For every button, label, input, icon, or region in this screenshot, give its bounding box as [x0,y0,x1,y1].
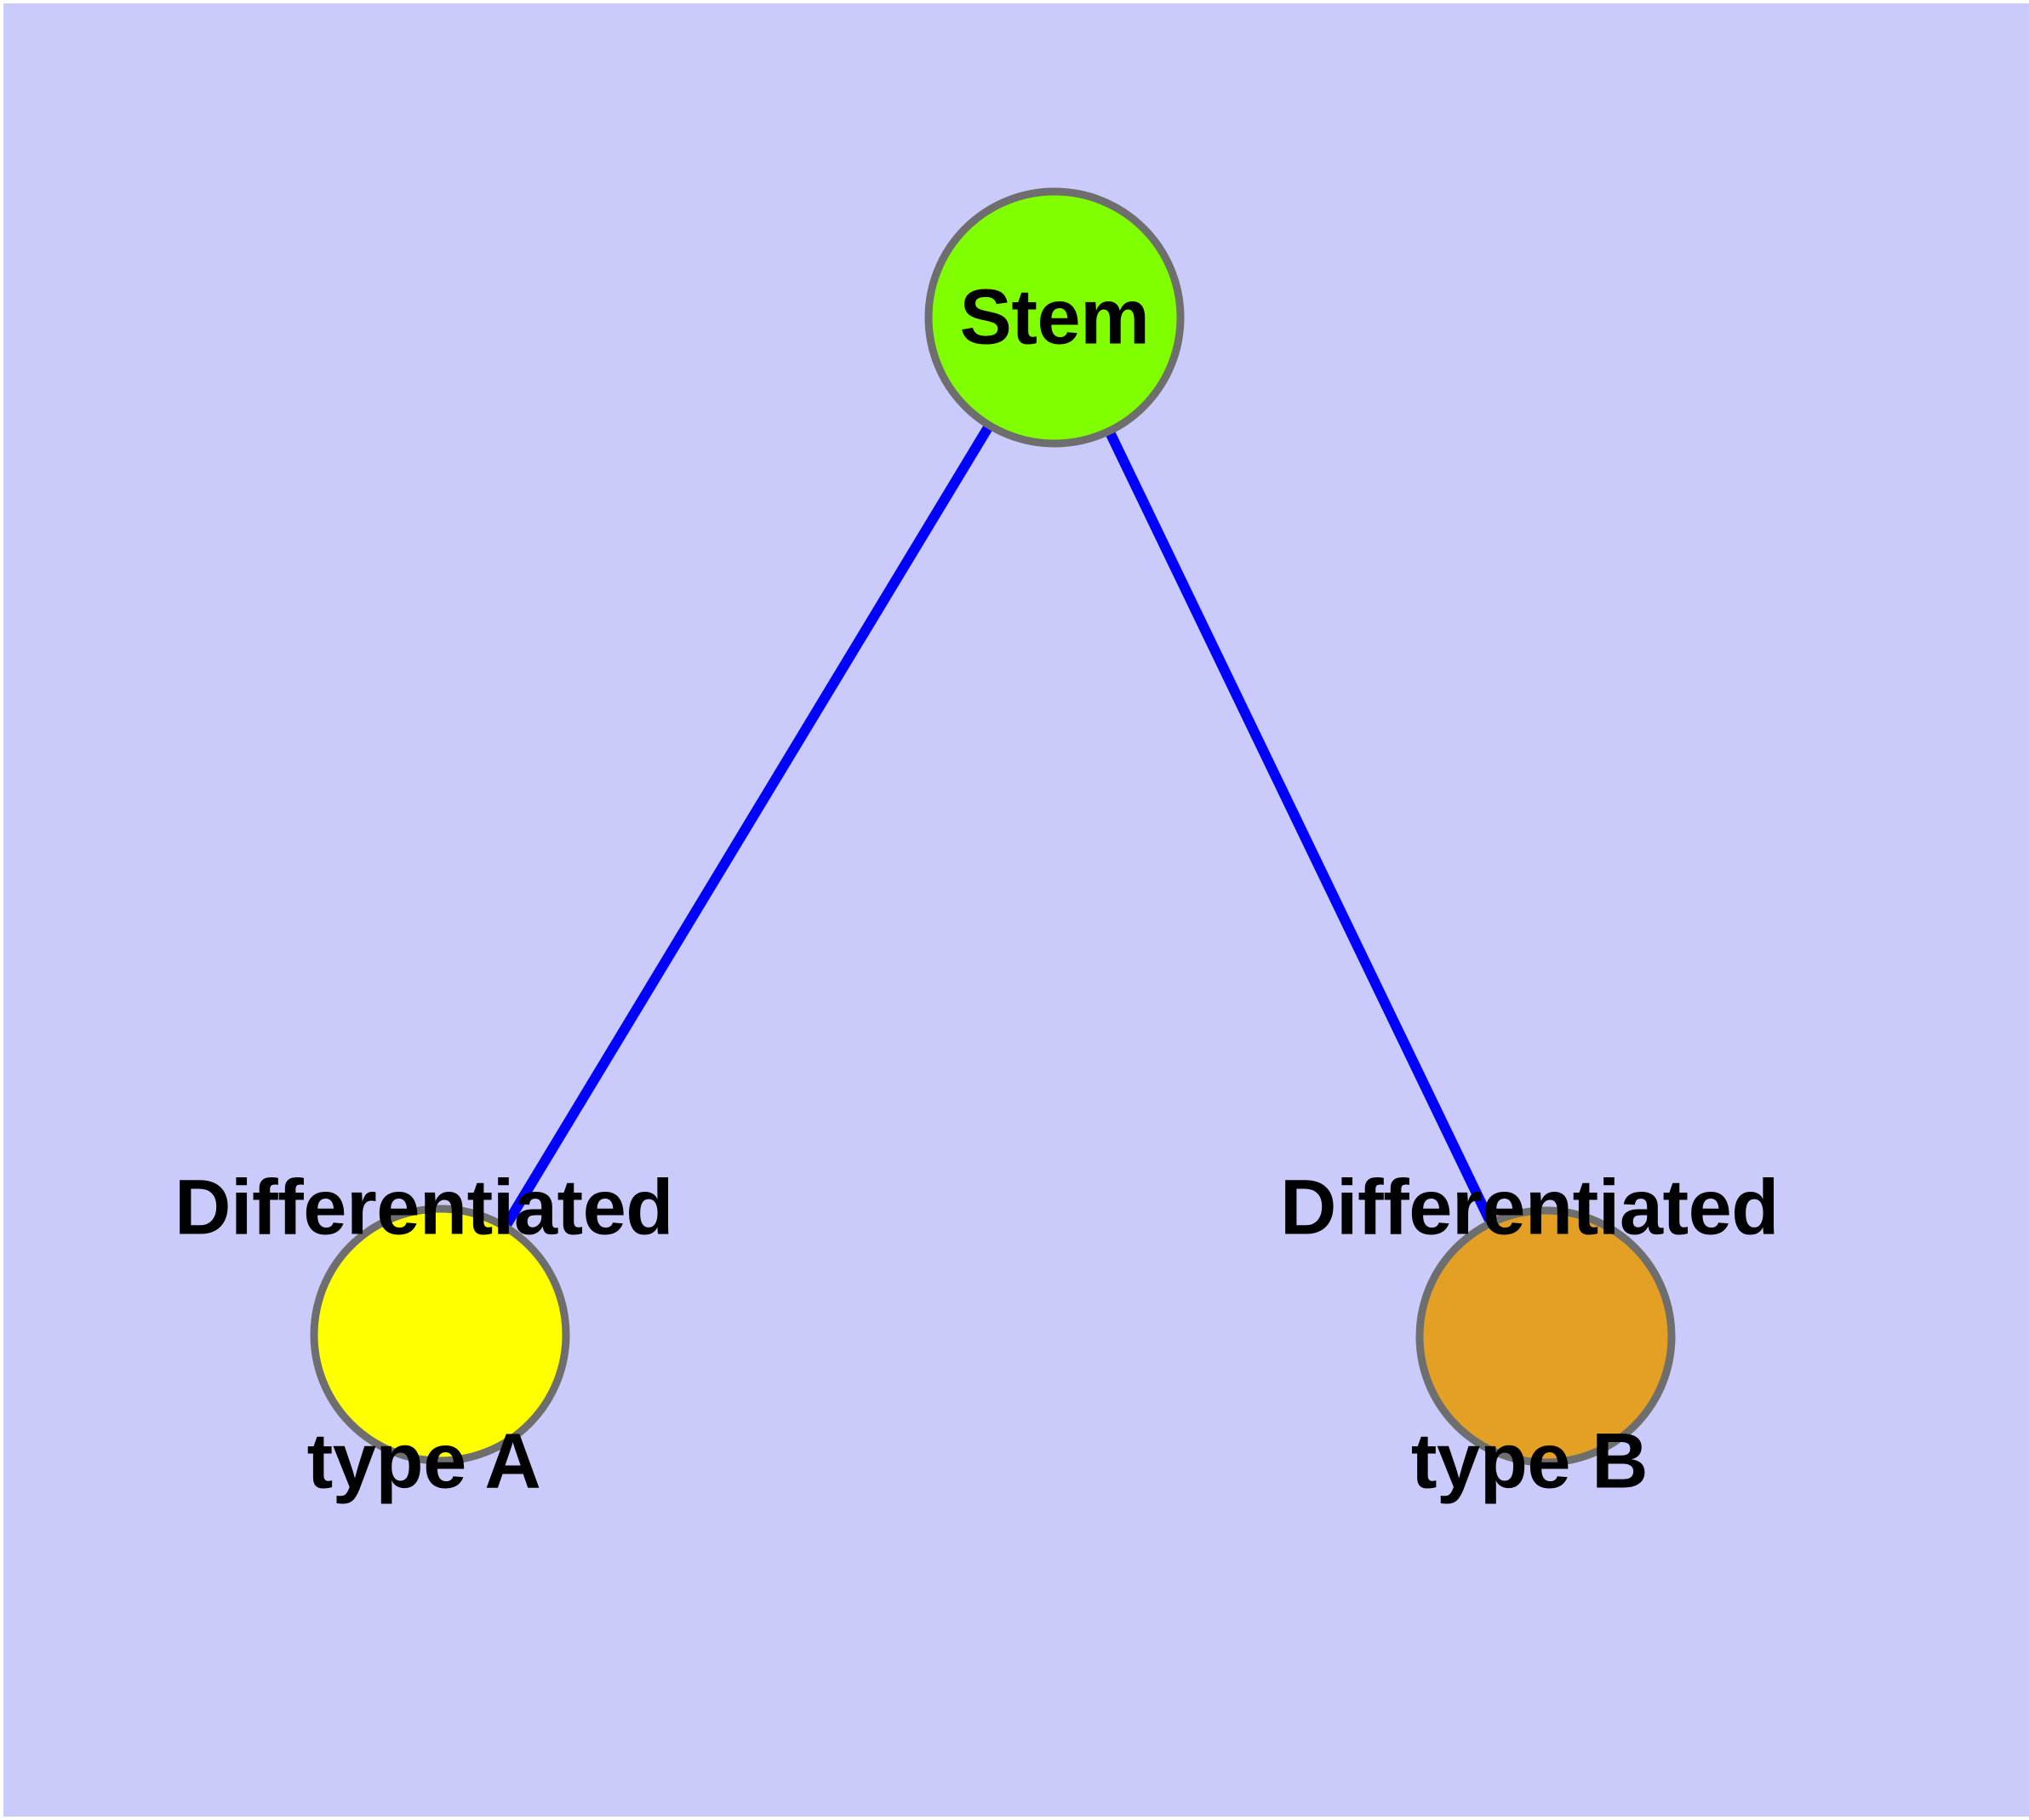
node-differentiated-type-a[interactable] [310,1205,570,1465]
edge-stem-to-diff-a [499,420,996,1233]
edge-layer [499,420,1497,1233]
node-differentiated-type-b[interactable] [1415,1206,1676,1467]
edge-stem-to-diff-b [1103,426,1497,1228]
node-layer [310,187,1676,1467]
node-stem[interactable] [924,187,1185,448]
